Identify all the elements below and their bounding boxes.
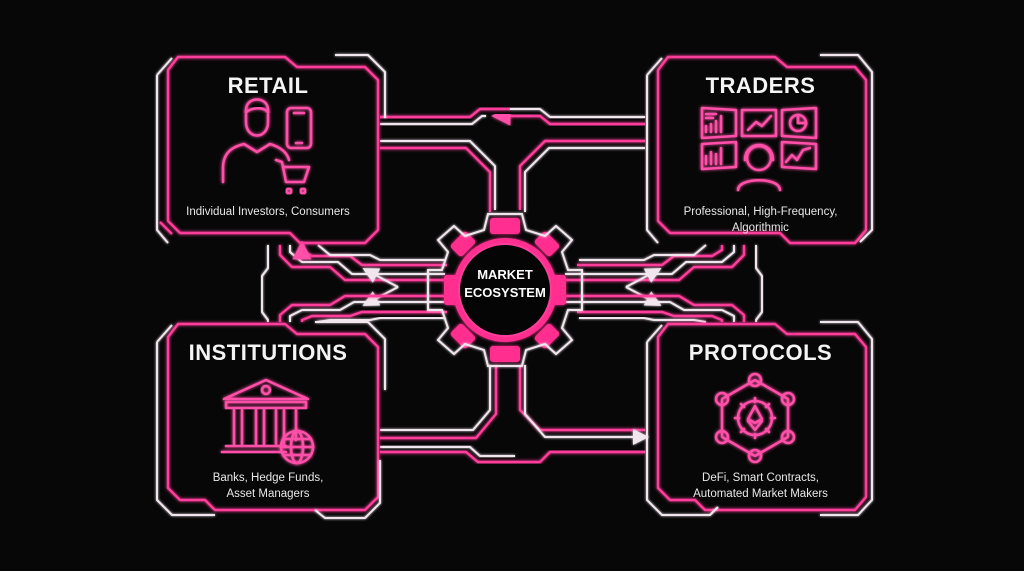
bank-globe-icon bbox=[220, 378, 315, 465]
hub-label-line-1: MARKET bbox=[477, 267, 533, 282]
ethereum-network-icon bbox=[714, 372, 796, 464]
bus-left bbox=[245, 240, 447, 325]
protocols-card-frame bbox=[646, 321, 873, 516]
institutions-subtitle-line-1: Banks, Hedge Funds, bbox=[212, 472, 324, 484]
hub-label: MARKET ECOSYSTEM bbox=[455, 266, 555, 302]
traders-title: TRADERS bbox=[705, 73, 816, 98]
bus-bottom bbox=[375, 360, 649, 465]
institutions-title: INSTITUTIONS bbox=[188, 340, 348, 365]
traders-subtitle-line-1: Professional, High-Frequency, bbox=[683, 206, 838, 218]
retail-subtitle: Individual Investors, Consumers bbox=[168, 204, 368, 220]
trader-monitors-icon bbox=[700, 106, 818, 192]
institutions-subtitle: Banks, Hedge Funds, Asset Managers bbox=[168, 470, 368, 502]
traders-card-frame bbox=[646, 54, 873, 245]
traders-subtitle-line-2: Algorithmic bbox=[732, 222, 789, 234]
retail-card-frame bbox=[156, 54, 386, 245]
institutions-card-frame bbox=[156, 321, 386, 519]
institutions-subtitle-line-2: Asset Managers bbox=[226, 488, 310, 500]
protocols-title: PROTOCOLS bbox=[688, 340, 833, 365]
hub-label-line-2: ECOSYSTEM bbox=[464, 285, 546, 300]
protocols-subtitle-line-1: DeFi, Smart Contracts, bbox=[702, 472, 819, 484]
protocols-subtitle: DeFi, Smart Contracts, Automated Market … bbox=[658, 470, 863, 502]
bus-right bbox=[565, 243, 779, 325]
retail-title: RETAIL bbox=[227, 73, 309, 98]
traders-subtitle: Professional, High-Frequency, Algorithmi… bbox=[658, 204, 863, 236]
retail-subtitle-line-1: Individual Investors, Consumers bbox=[186, 206, 350, 218]
protocols-subtitle-line-2: Automated Market Makers bbox=[693, 488, 828, 500]
hub-gear-icon bbox=[427, 213, 583, 367]
person-phone-cart-icon bbox=[221, 98, 313, 195]
